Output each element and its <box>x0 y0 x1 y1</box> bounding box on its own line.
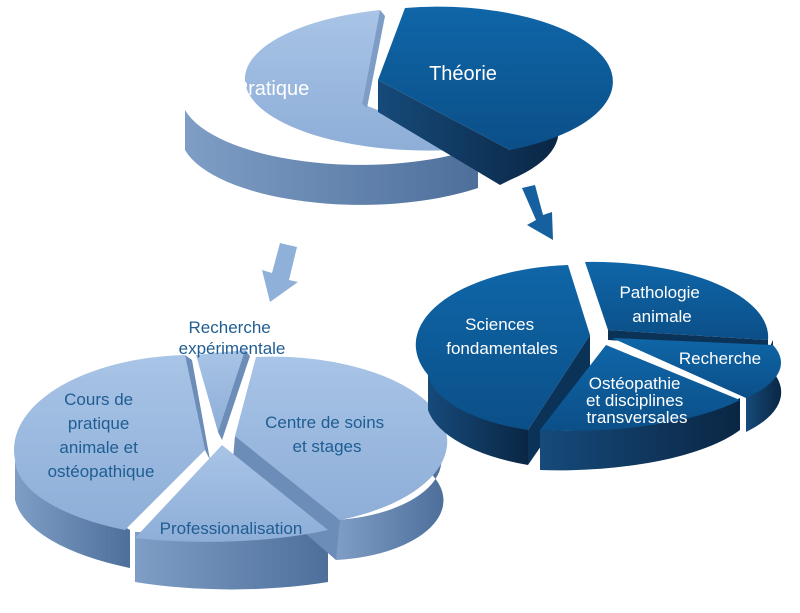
right-pie-recherche-slice <box>612 338 781 398</box>
right-pie-pathologie-slice <box>585 261 769 340</box>
left-pie-side-right <box>336 432 444 560</box>
top-pie-pratique-side <box>185 110 478 205</box>
right-pie-label-pathologie: Pathologie animale <box>619 283 704 326</box>
right-pie-osteo-side <box>540 398 740 471</box>
down-arrow-icon <box>262 243 298 302</box>
top-pie-theorie-slice <box>378 6 613 151</box>
left-pie-label-pro: Professionalisation <box>160 519 303 538</box>
top-pie: Pratique Théorie <box>185 6 613 205</box>
arrow-to-left-pie <box>262 243 298 302</box>
top-pie-gap-edge <box>362 10 385 108</box>
left-pie-label-recherche: Recherche expérimentale <box>179 318 286 358</box>
left-pie-side-center <box>135 532 328 590</box>
right-pie: Pathologie animale Recherche Ostéopathie… <box>415 261 782 471</box>
down-arrow-icon <box>522 185 553 240</box>
left-pie-centre-slice <box>235 356 448 520</box>
left-pie-cours-edge <box>185 355 210 460</box>
right-pie-label-sciences: Sciences fondamentales <box>446 315 558 358</box>
left-pie-pro-slice <box>135 445 328 542</box>
top-pie-label-theorie: Théorie <box>429 63 497 85</box>
right-pie-sciences-slice <box>415 265 590 430</box>
right-pie-osteo-slice <box>540 345 740 431</box>
arrow-to-right-pie <box>522 185 553 240</box>
top-pie-pratique-slice <box>244 10 478 151</box>
left-pie-label-cours: Cours de pratique animale et ostéopathiq… <box>48 390 155 481</box>
left-pie-cours-slice <box>13 355 206 530</box>
right-pie-label-recherche: Recherche <box>679 349 761 368</box>
top-pie-label-pratique: Pratique <box>235 78 310 100</box>
left-pie-label-centre: Centre de soins et stages <box>265 413 389 456</box>
left-pie: Recherche expérimentale Centre de soins … <box>13 318 448 590</box>
right-pie-label-osteo: Ostéopathie et disciplines transversales <box>586 374 688 427</box>
top-pie-theorie-side <box>378 80 559 185</box>
left-pie-recherche-slice <box>196 350 245 432</box>
left-pie-recherche-edge <box>218 350 250 440</box>
